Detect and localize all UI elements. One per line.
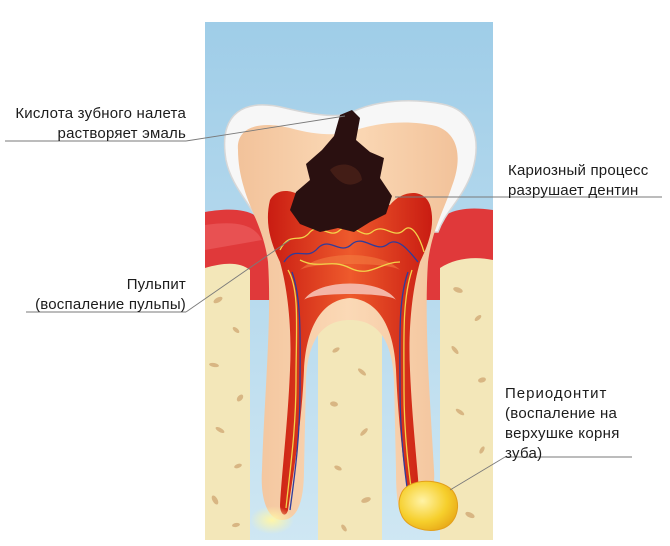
label-pulpitis: Пульпит (воспаление пульпы) bbox=[26, 275, 186, 315]
label-periodontitis-line-4: зуба) bbox=[505, 445, 543, 462]
bone bbox=[205, 258, 493, 540]
label-pulpitis-line-1: Пульпит bbox=[126, 276, 186, 293]
label-pulpitis-line-2: (воспаление пульпы) bbox=[35, 296, 186, 313]
inner-dentin bbox=[304, 283, 396, 300]
label-caries-line-1: Кариозный процесс bbox=[508, 162, 649, 179]
label-periodontitis-line-1: Периодонтит bbox=[505, 385, 608, 402]
periodontal-abscess bbox=[398, 480, 459, 531]
label-enamel-acid: Кислота зубного налета растворяет эмаль bbox=[4, 104, 186, 144]
bone-specks bbox=[209, 287, 486, 532]
label-periodontitis-line-2: (воспаление на bbox=[505, 405, 618, 422]
label-enamel-acid-line-1: Кислота зубного налета bbox=[15, 105, 186, 122]
label-periodontitis: Периодонтит (воспаление на верхушке корн… bbox=[505, 384, 620, 464]
label-periodontitis-line-3: верхушке корня bbox=[505, 425, 620, 442]
label-caries-line-2: разрушает дентин bbox=[508, 182, 639, 199]
pulp bbox=[267, 190, 433, 515]
leader-lines bbox=[5, 115, 662, 491]
apex-inflammation bbox=[250, 506, 294, 534]
label-caries: Кариозный процесс разрушает дентин bbox=[508, 161, 648, 201]
label-enamel-acid-line-2: растворяет эмаль bbox=[57, 125, 186, 142]
